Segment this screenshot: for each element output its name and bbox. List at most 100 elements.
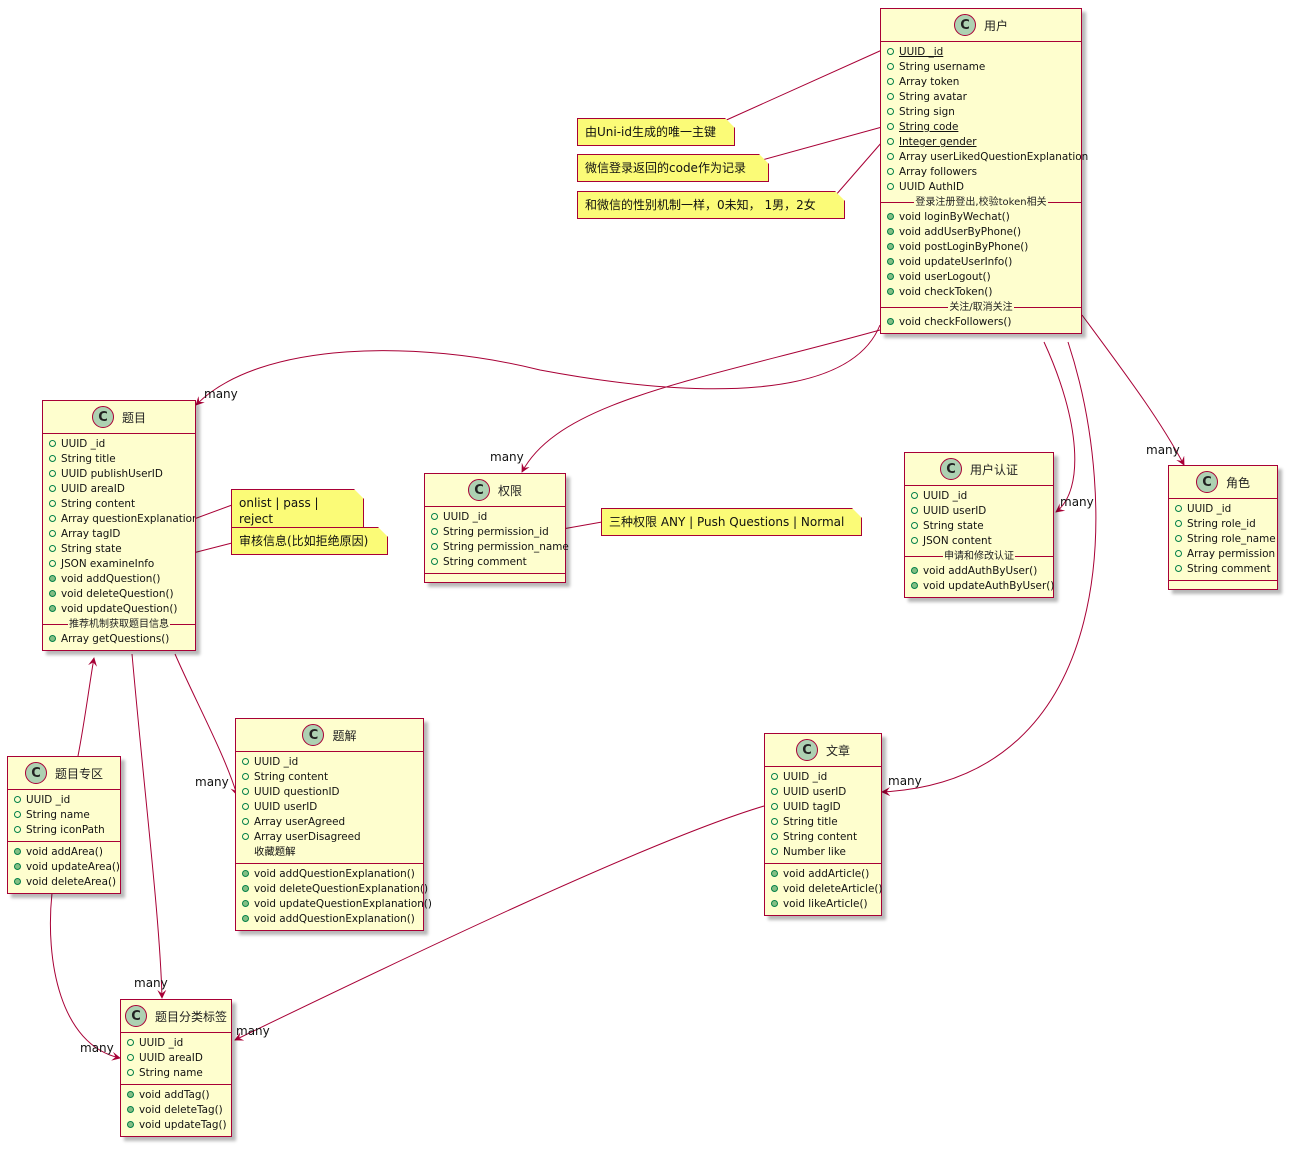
edge-user-auth [1043,341,1076,513]
field-icon [49,455,56,462]
field-icon [887,93,894,100]
note-link-gender [834,141,883,197]
field-icon [1175,550,1182,557]
field-icon [242,773,249,780]
field-icon [242,758,249,765]
attribute: String username [887,60,1081,75]
method: void addTag() [127,1088,231,1103]
field-icon [911,507,918,514]
attribute: String role_name [1175,532,1277,547]
class-auth-header: C 用户认证 [905,453,1053,486]
edge-user-article [881,341,1097,797]
method: void deleteArea() [14,875,120,890]
field-icon [431,543,438,550]
field-icon [127,1069,134,1076]
attribute: String title [771,815,881,830]
attribute: UUID areaID [127,1051,231,1066]
class-permission: C 权限 UUID _id String permission_id Strin… [424,473,569,583]
class-icon: C [795,739,818,761]
field-icon [49,500,56,507]
method-icon [242,885,249,892]
method: void deleteTag() [127,1103,231,1118]
method-icon [771,885,778,892]
method: void updateQuestion() [49,602,195,617]
method-icon [49,635,56,642]
class-question-methods: void addQuestion() void deleteQuestion()… [49,572,195,617]
attribute: JSON examineInfo [49,557,195,572]
section-separator: 登录注册登出,校验token相关 [881,196,1081,209]
field-icon [771,788,778,795]
attribute: String permission_name [431,540,569,555]
class-question-attributes: UUID _id String title UUID publishUserID… [43,434,195,650]
attribute: UUID _id [911,489,1053,504]
empty-methods-section [425,573,565,582]
attribute: String content [242,770,423,785]
class-role: C 角色 UUID _id String role_id String role… [1168,465,1278,590]
class-tag-attributes: UUID _id UUID areaID String name [121,1033,231,1084]
class-user-methods: void loginByWechat() void addUserByPhone… [887,210,1081,300]
field-icon [49,440,56,447]
attribute: Number like [771,845,881,860]
field-icon [887,78,894,85]
note-gender: 和微信的性别机制一样，0未知， 1男，2女 [577,191,845,219]
attribute: String iconPath [14,823,120,838]
attribute: String permission_id [431,525,565,540]
field-icon [887,153,894,160]
attribute: UUID _id [1175,502,1277,517]
attribute: UUID userID [771,785,881,800]
attribute: String content [49,497,195,512]
method: void updateQuestionExplanation() [242,897,432,912]
method: void addArea() [14,845,120,860]
method: void deleteArticle() [771,882,882,897]
class-area-attributes: UUID _id String name String iconPath [8,790,120,841]
class-auth-attributes: UUID _id UUID userID String state JSON c… [905,486,1054,597]
method-icon [127,1091,134,1098]
attribute: String state [911,519,1053,534]
method: void addQuestion() [49,572,195,587]
attribute: UUID _id [242,755,423,770]
method-icon [771,870,778,877]
note-link-code [761,126,883,161]
method-icon [14,863,21,870]
edge-article-tag [234,805,765,1041]
attribute: String name [127,1066,231,1081]
attribute: Array userDisagreed [242,830,423,845]
method-icon [14,848,21,855]
attribute: String code [887,120,1081,135]
field-icon [49,530,56,537]
field-icon [14,811,21,818]
class-tag: C 题目分类标签 UUID _id UUID areaID String nam… [120,999,232,1137]
multiplicity-label: many [195,775,229,789]
class-icon: C [124,1005,147,1027]
field-icon [771,848,778,855]
method: void addQuestionExplanation() [242,867,423,882]
multiplicity-label: many [134,976,168,990]
attribute: Array userLikedQuestionExplanation [887,150,1088,165]
edge-question-tag [131,653,167,999]
attribute: UUID tagID [771,800,881,815]
class-question: C 题目 UUID _id String title UUID publishU… [42,400,196,651]
attribute: String role_id [1175,517,1277,532]
field-icon [127,1039,134,1046]
multiplicity-label: many [204,387,238,401]
method-icon [911,567,918,574]
method-icon [887,213,894,220]
class-auth-title: 用户认证 [969,462,1018,477]
field-icon [49,560,56,567]
field-icon [1175,565,1182,572]
field-icon [887,138,894,145]
method-icon [771,900,778,907]
attribute: UUID _id [771,770,881,785]
attribute: UUID _id [887,45,1081,60]
field-icon [242,833,249,840]
class-article-attributes: UUID _id UUID userID UUID tagID String t… [765,767,881,863]
method-icon [14,878,21,885]
attribute: UUID publishUserID [49,467,195,482]
class-icon: C [302,724,325,746]
class-question-recommend-methods: Array getQuestions() [49,632,195,647]
class-user-follow-methods: void checkFollowers() [887,315,1081,330]
field-icon [431,528,438,535]
attribute: UUID questionID [242,785,423,800]
field-icon [911,522,918,529]
